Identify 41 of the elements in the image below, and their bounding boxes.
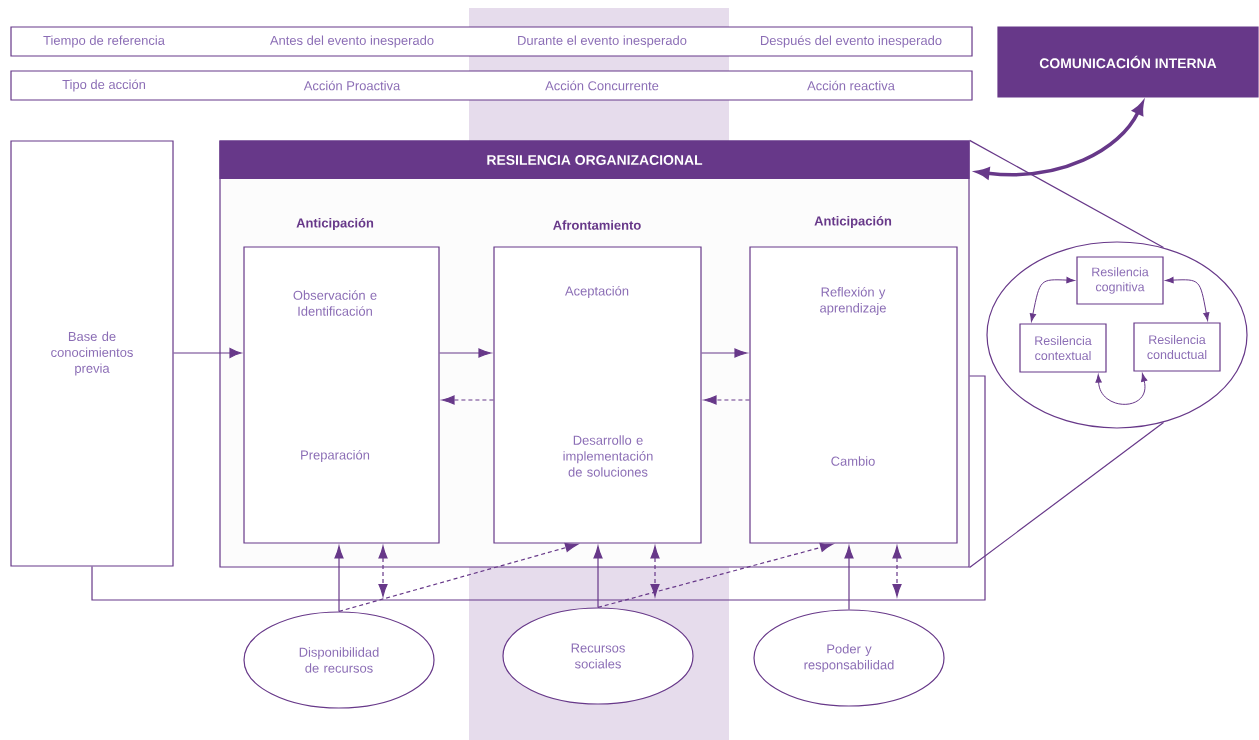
- row-label: Antes del evento inesperado: [269, 35, 434, 48]
- arrow: [844, 545, 854, 610]
- header-band: RESILENCIA ORGANIZACIONAL: [219, 140, 970, 179]
- row-label: Tipo de acción: [62, 79, 145, 92]
- stage-item: Cambio: [831, 456, 875, 466]
- stage-heading: Anticipación: [814, 215, 892, 229]
- stage-heading: Afrontamiento: [553, 220, 641, 230]
- arrow: [338, 543, 578, 612]
- process-box: Base de conocimientos previa: [10, 140, 174, 567]
- arrow: [701, 348, 748, 358]
- arrow: [703, 395, 750, 405]
- row-label: Después del evento inesperado: [761, 35, 942, 48]
- stage-item: Reflexión y aprendizaje: [820, 286, 886, 316]
- row-label: Durante el evento inesperado: [518, 35, 687, 48]
- row-label: Acción Proactiva: [303, 80, 401, 91]
- double-arrow: [1029, 276, 1075, 322]
- double-arrow: [378, 545, 388, 597]
- resilience-box: Resilencia cognitiva: [1076, 256, 1164, 305]
- title-box: COMUNICACIÓN INTERNA: [997, 26, 1259, 98]
- stage-item: Aceptación: [565, 285, 629, 299]
- double-arrow: [892, 545, 902, 597]
- row-label: Tiempo de referencia: [43, 35, 165, 48]
- double-arrow: [650, 545, 660, 597]
- connector-line: [91, 375, 986, 601]
- arrow: [597, 542, 833, 608]
- resilience-box: Resilencia contextual: [1019, 323, 1107, 373]
- arrow: [439, 348, 492, 358]
- double-arrow: [1165, 276, 1210, 321]
- leader-line: [969, 421, 1165, 569]
- stage-item: Desarrollo e implementación de soluciones: [563, 435, 653, 477]
- arrow: [593, 545, 603, 608]
- stage-item: Preparación: [301, 449, 370, 463]
- row-label: Acción Concurrente: [545, 80, 659, 91]
- resilience-box: Resilencia conductual: [1133, 322, 1221, 372]
- row-label: Acción reactiva: [807, 80, 895, 91]
- arrow: [334, 545, 344, 612]
- stage-heading: Anticipación: [296, 217, 374, 231]
- stage-item: Observación e Identificación: [293, 290, 377, 316]
- double-arrow: [1095, 373, 1148, 405]
- arrow: [441, 395, 494, 405]
- arrow: [173, 347, 242, 359]
